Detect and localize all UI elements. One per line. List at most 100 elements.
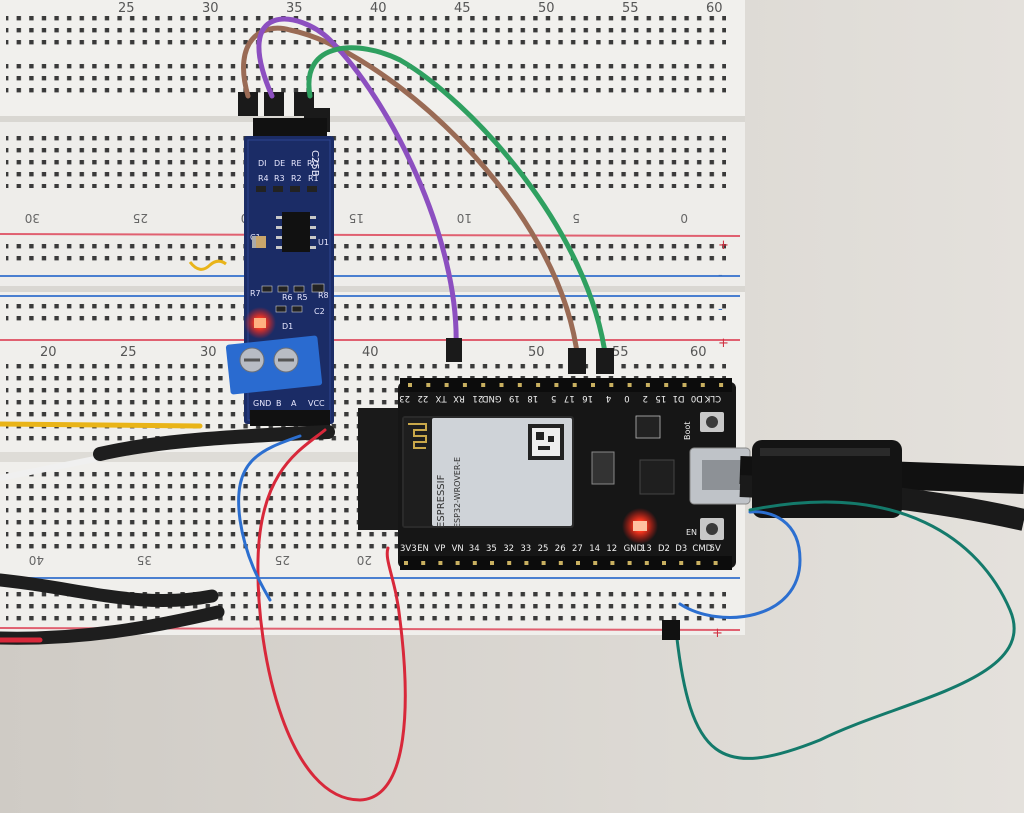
esp32-pin-label: 33	[520, 544, 531, 554]
header-pin	[455, 561, 460, 565]
pin-label: RE	[291, 159, 302, 168]
breadboard-column-number: 35	[286, 1, 303, 16]
esp32-pin-label: 18	[527, 393, 538, 403]
pin-label: RO	[307, 159, 319, 168]
breadboard-column-number: 30	[200, 345, 217, 360]
boot-label: Boot	[683, 422, 692, 440]
header-pin	[541, 561, 546, 565]
breadboard-column-number: 50	[528, 345, 545, 360]
esp32-pin-label: VP	[434, 544, 445, 554]
header-pin	[593, 561, 598, 565]
header-pin	[696, 561, 701, 565]
header-pin	[662, 561, 666, 565]
esp32-pin-label: 27	[572, 544, 583, 554]
header-pin	[404, 561, 408, 565]
header-pin	[609, 383, 614, 387]
header-pin	[490, 561, 494, 565]
breadboard-column-number: 45	[454, 1, 471, 16]
component-label: R5	[297, 293, 308, 302]
esp32-pin-label: 5	[551, 393, 556, 403]
esp32-pin-label: RX	[453, 393, 465, 403]
header-pin	[576, 561, 580, 565]
header-pin	[517, 383, 522, 387]
header-pin	[524, 561, 529, 565]
header-pin	[444, 383, 449, 387]
breadboard-column-number: 25	[118, 1, 135, 16]
esp32-pin-label: 3V3	[400, 544, 417, 554]
breadboard-column-number: 50	[538, 1, 555, 16]
header-pin	[610, 561, 615, 565]
header-pin	[462, 383, 467, 387]
resistor-label: R3	[274, 174, 285, 183]
component-label: R7	[250, 289, 261, 298]
header-pin	[682, 383, 687, 387]
header-pin	[558, 561, 563, 565]
esp32-pin-label: 4	[606, 393, 611, 403]
wire-green	[306, 45, 609, 363]
esp32-pin-label: 32	[503, 544, 514, 554]
wire-black-lower-1	[0, 573, 219, 607]
header-pin	[438, 561, 443, 565]
header-pin	[536, 383, 541, 387]
esp32-pin-label: GND	[482, 393, 502, 403]
bottom-pin-label: B	[276, 399, 282, 408]
esp32-pin-label: 22	[417, 393, 428, 403]
esp32-pin-label: 14	[589, 544, 600, 554]
header-pin	[627, 561, 632, 565]
esp32-pin-label: 19	[509, 393, 520, 403]
bottom-pin-label: A	[291, 399, 297, 408]
header-pin	[591, 383, 595, 387]
esp32-pin-label: TX	[435, 393, 447, 403]
header-pin	[645, 383, 650, 387]
module-name: ESP32-WROVER-E	[453, 457, 462, 528]
header-pin	[700, 383, 705, 387]
header-pin	[499, 383, 504, 387]
esp32-pin-label: VN	[452, 544, 464, 554]
header-pin	[408, 383, 412, 387]
breadboard-column-number: 15	[349, 211, 364, 225]
breadboard-column-number: 55	[622, 1, 639, 16]
esp32-pin-label: 15	[655, 393, 666, 403]
usb-cable	[739, 440, 1024, 531]
rail-minus-label: -	[718, 268, 723, 283]
ic-label: U1	[318, 238, 329, 247]
wire-brown-top	[241, 25, 581, 363]
esp32-pin-label: 12	[606, 544, 617, 554]
breadboard-column-number: 30	[202, 1, 219, 16]
rail-minus-label: -	[718, 302, 723, 317]
wire-yellow	[0, 421, 203, 429]
jumper-wires	[0, 16, 1016, 802]
rail-plus-label: +	[712, 626, 723, 641]
bottom-pin-label: GND	[253, 399, 271, 408]
esp32-pin-label: 34	[469, 544, 480, 554]
esp32-pin-label: EN	[417, 544, 429, 554]
header-pin	[507, 561, 512, 565]
wire-blue-right	[678, 510, 802, 619]
rail-plus-label: +	[718, 238, 729, 253]
breadboard-column-number: 25	[133, 211, 148, 225]
esp32-pin-label: D2	[658, 544, 670, 554]
esp32-pin-label: 13	[641, 544, 652, 554]
module-chip-label: C25B	[309, 150, 320, 177]
header-pin	[664, 383, 669, 387]
header-pin	[719, 383, 724, 387]
breadboard-column-number: 35	[137, 553, 152, 567]
header-pin	[426, 383, 431, 387]
breadboard-column-number: 30	[25, 211, 40, 225]
esp32-pin-label: D1	[673, 393, 685, 403]
header-pin	[644, 561, 649, 565]
resistor-label: R2	[291, 174, 302, 183]
component-label: R6	[282, 293, 293, 302]
header-pin	[713, 561, 718, 565]
rail-markers: + - - + +	[712, 238, 729, 641]
wire-blue-left	[237, 434, 302, 602]
component-label: R8	[318, 291, 329, 300]
rs485-module: DI DE RE RO R4 R3 R2 R1 C1 U1 R7 R6 R5 C…	[225, 92, 334, 426]
esp32-pin-label: 2	[642, 393, 647, 403]
pin-label: DE	[274, 159, 285, 168]
breadboard-column-number: 40	[29, 553, 44, 567]
